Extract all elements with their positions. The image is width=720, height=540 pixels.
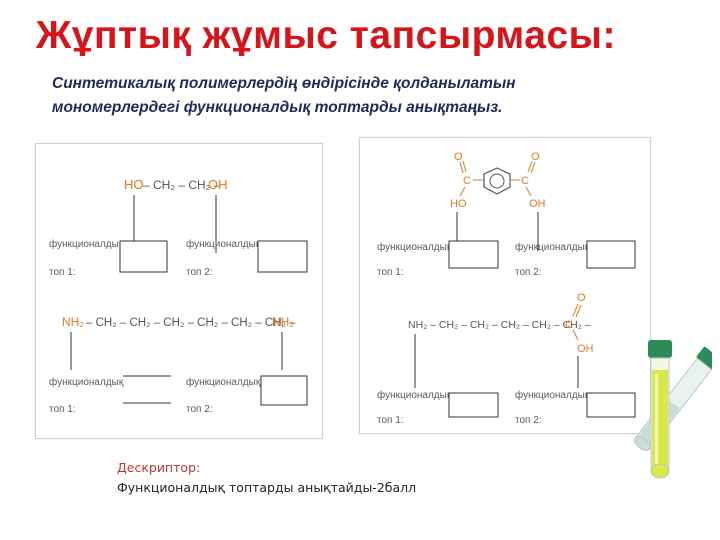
diamine-chain: – CH₂ – CH₂ – CH₂ – CH₂ – CH₂ – CH₂ – bbox=[86, 317, 296, 329]
answer-box-aa-1[interactable] bbox=[448, 392, 499, 418]
left-formula-figure: HO – CH₂ – CH₂ – OH функционалдық топ 1:… bbox=[49, 177, 308, 415]
aa-o: O bbox=[577, 292, 586, 304]
r-label-group2-top: функционалдық bbox=[515, 241, 590, 253]
aa-c: C bbox=[565, 319, 573, 331]
upright-tube-liquid bbox=[652, 370, 668, 470]
label-group1-top: функционалдық bbox=[49, 238, 124, 250]
tpa-double-bond-left-a bbox=[462, 160, 467, 173]
slide-title: Жұптық жұмыс тапсырмасы: bbox=[36, 14, 616, 57]
descriptor-title: Дескриптор: bbox=[117, 460, 201, 475]
slide-subtitle: Синтетикалық полимерлердің өндірісінде қ… bbox=[52, 72, 692, 120]
aa-bond-oh bbox=[572, 329, 579, 341]
aa-oh: OH bbox=[577, 343, 594, 355]
tpa-double-bond-right-b bbox=[530, 161, 536, 174]
descriptor-block: Дескриптор: Функционалдық топтарды анықт… bbox=[117, 458, 537, 498]
upright-tube-cap bbox=[648, 340, 672, 358]
right-formula-panel: O C C O HO OH функционалдық топ 1: функц… bbox=[359, 137, 651, 434]
eg-left-group: HO bbox=[124, 177, 144, 192]
r-label-group2-top-num: топ 2: bbox=[515, 267, 542, 278]
right-formula-figure: O C C O HO OH функционалдық топ 1: функц… bbox=[377, 151, 636, 426]
answer-box-diamine-2[interactable] bbox=[260, 375, 308, 406]
label-group1-bottom: функционалдық bbox=[49, 376, 124, 388]
tpa-o-right: O bbox=[531, 151, 540, 163]
aa-chain: NH₂ – CH₂ – CH₂ – CH₂ – CH₂ – CH₂ – bbox=[408, 319, 591, 331]
tpa-c-left: C bbox=[463, 175, 471, 187]
upright-tube-highlight bbox=[655, 374, 658, 464]
tpa-oh: OH bbox=[529, 198, 546, 210]
aa-double-bond-a bbox=[572, 303, 579, 317]
label-group1-top-num: топ 1: bbox=[49, 267, 76, 278]
answer-box-tpa-2[interactable] bbox=[586, 240, 636, 269]
aa-double-bond-b bbox=[575, 304, 582, 318]
r-label-group1-bottom-num: топ 1: bbox=[377, 415, 404, 426]
left-formula-panel: HO – CH₂ – CH₂ – OH функционалдық топ 1:… bbox=[35, 143, 323, 439]
tilted-tube-cap bbox=[696, 346, 712, 370]
label-group2-top-num: топ 2: bbox=[186, 267, 213, 278]
r-label-group2-bottom-num: топ 2: bbox=[515, 415, 542, 426]
label-group2-top: функционалдық bbox=[186, 238, 261, 250]
label-group1-bottom-num: топ 1: bbox=[49, 404, 76, 415]
label-group2-bottom-num: топ 2: bbox=[186, 404, 213, 415]
tpa-ho: HO bbox=[450, 198, 467, 210]
tpa-bond-oh bbox=[525, 186, 532, 197]
benzene-circle bbox=[489, 173, 505, 189]
answer-box-eg-2[interactable] bbox=[257, 240, 308, 273]
eg-right-group: OH bbox=[208, 177, 228, 192]
r-label-group1-bottom: функционалдық bbox=[377, 389, 452, 401]
tpa-bond-ho bbox=[459, 186, 466, 197]
label-group2-bottom: функционалдық bbox=[186, 376, 261, 388]
answer-box-aa-2[interactable] bbox=[586, 392, 636, 418]
subtitle-line-2: мономерлердегі функционалдық топтарды ан… bbox=[52, 99, 503, 116]
test-tubes-icon bbox=[634, 340, 712, 479]
answer-box-tpa-1[interactable] bbox=[448, 240, 499, 269]
descriptor-text: Функционалдық топтарды анықтайды-2балл bbox=[117, 480, 417, 495]
tilted-tube-bottom bbox=[634, 436, 651, 451]
r-label-group1-top-num: топ 1: bbox=[377, 267, 404, 278]
benzene-ring bbox=[483, 167, 511, 195]
upright-tube-bottom bbox=[650, 463, 670, 479]
tpa-o-left: O bbox=[454, 151, 463, 163]
subtitle-line-1: Синтетикалық полимерлердің өндірісінде қ… bbox=[52, 75, 516, 92]
diamine-left-group: NH₂ bbox=[62, 315, 84, 329]
tpa-double-bond-right-a bbox=[527, 160, 533, 173]
tpa-c-right: C bbox=[521, 175, 529, 187]
r-label-group1-top: функционалдық bbox=[377, 241, 452, 253]
tpa-double-bond-left-b bbox=[459, 161, 464, 174]
diamine-right-group: NH₂ bbox=[272, 315, 294, 329]
eg-middle-chain: – CH₂ – CH₂ – bbox=[143, 178, 221, 192]
r-label-group2-bottom: функционалдық bbox=[515, 389, 590, 401]
answer-box-eg-1[interactable] bbox=[119, 240, 168, 273]
